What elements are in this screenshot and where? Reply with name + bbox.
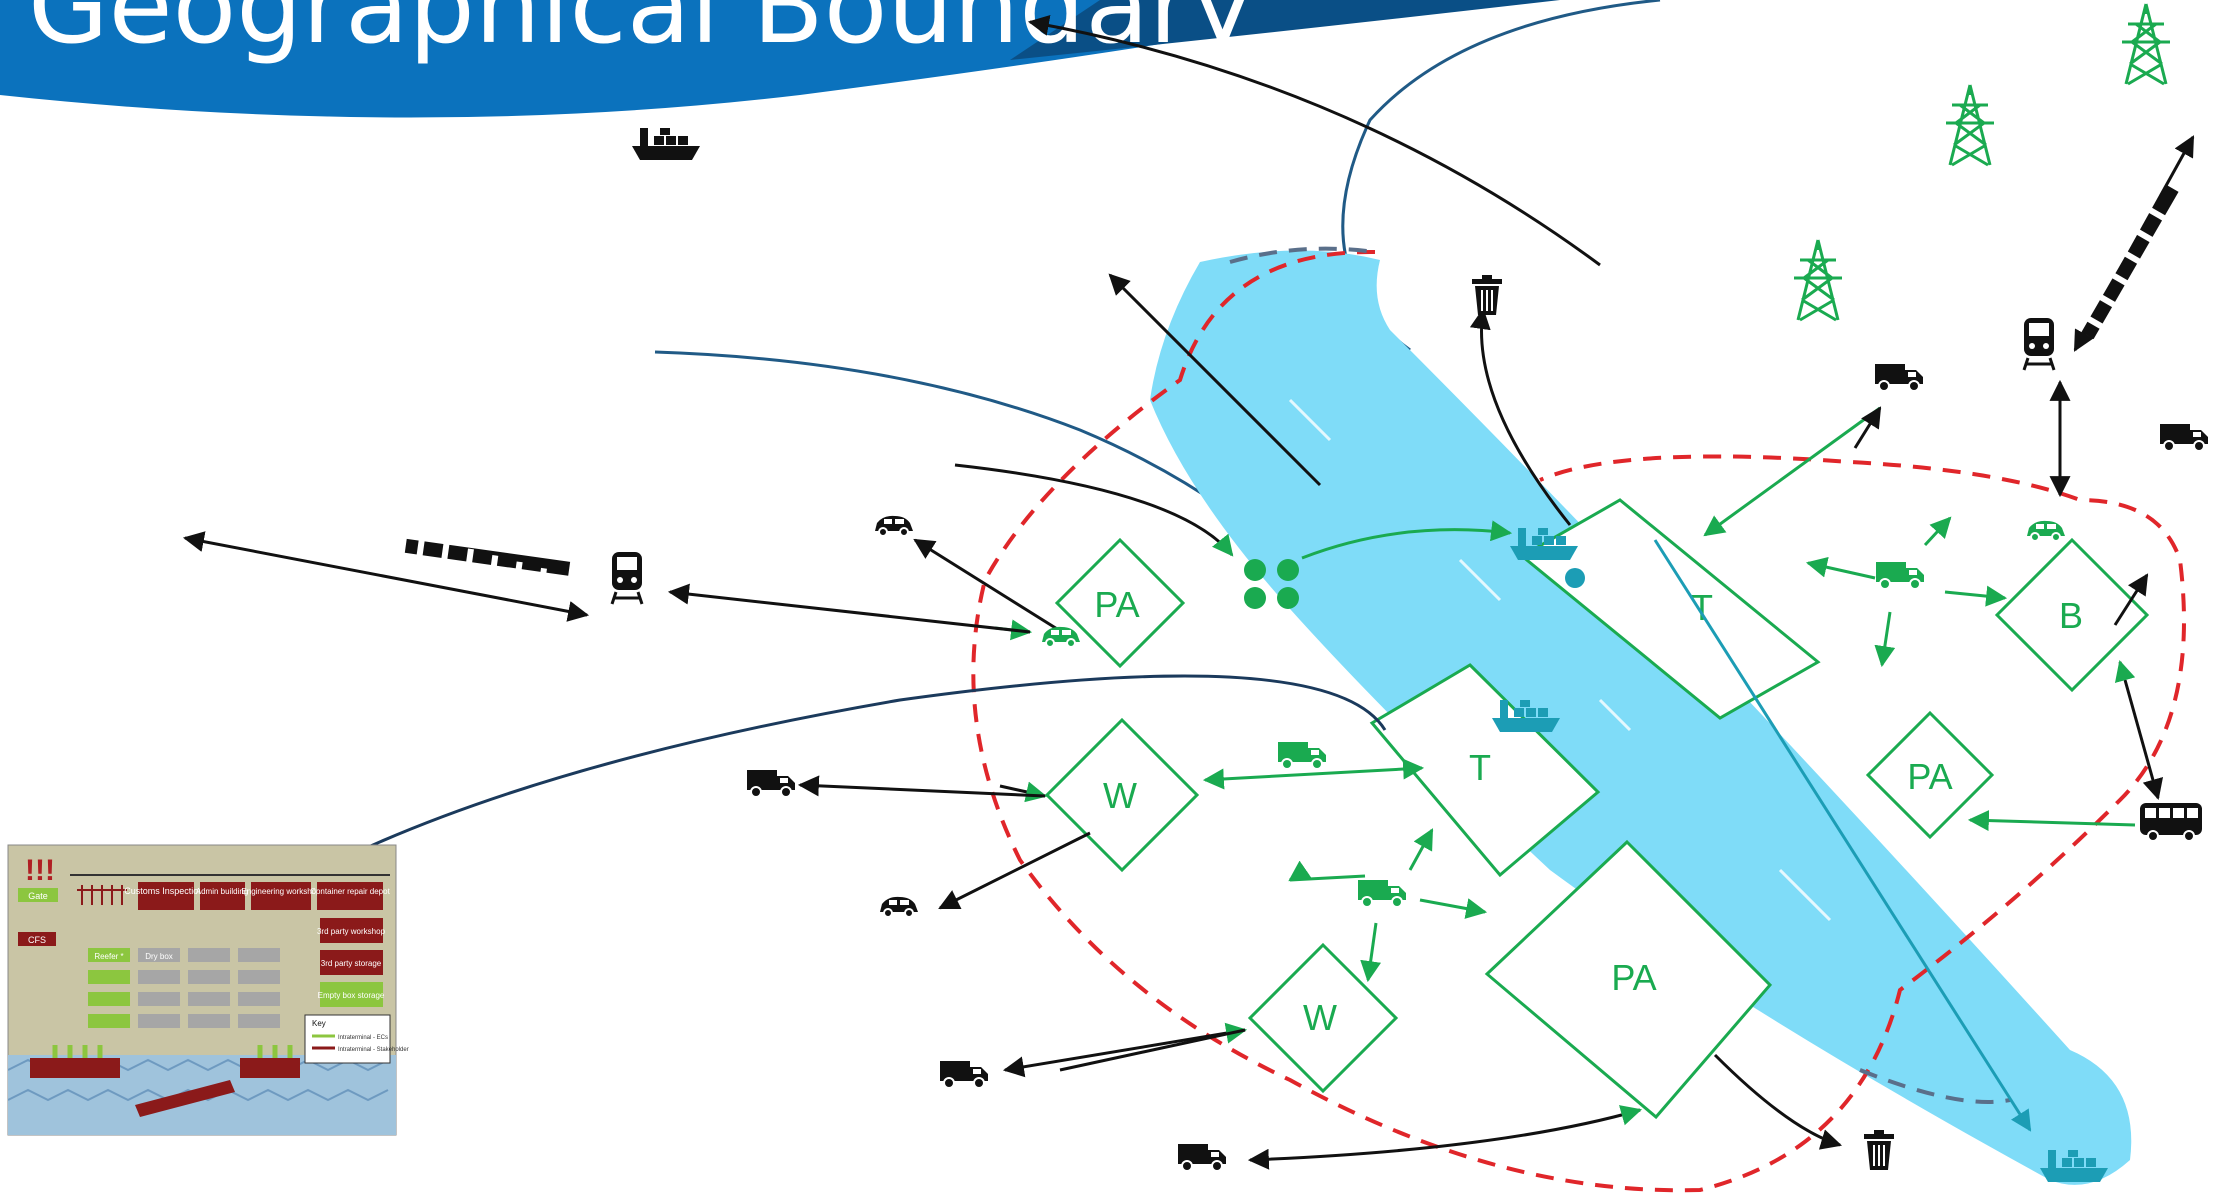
pylon-icon [1792, 238, 1844, 322]
zone-t-upper: T [1519, 498, 1821, 720]
zone-label: PA [1611, 957, 1656, 998]
truck-icon [1874, 363, 1924, 392]
car-icon [1041, 625, 1081, 648]
boundary-over-water [1229, 246, 1376, 264]
dry-box-label: Dry box [145, 952, 173, 961]
pylon-icon [2120, 2, 2172, 86]
zone-pa-right: PA [1865, 710, 1995, 840]
water-channel [1150, 250, 2132, 1185]
page-title: Geographical Boundary [28, 0, 1253, 67]
zone-t-middle: T [1369, 663, 1601, 878]
truck-icon [1177, 1143, 1227, 1172]
truck-icon [1875, 561, 1925, 590]
teal-ships [1492, 528, 2108, 1182]
zone-label: B [2059, 595, 2083, 636]
car-icon [874, 514, 914, 537]
zone-label: PA [1907, 756, 1952, 797]
truck-icon [1277, 741, 1327, 770]
railway-track-icon [404, 535, 571, 599]
side-block-workshop: 3rd party workshop [317, 927, 386, 936]
zone-pa-left: PA [1054, 537, 1186, 669]
building-engineering: Engineering workshop [241, 887, 321, 896]
warning-marks: !!! [25, 854, 55, 887]
coastline-right [1341, 0, 1661, 352]
water-highlights [1288, 398, 1832, 922]
green-flows [938, 406, 2164, 1170]
green-flow-stub [1288, 860, 1312, 882]
train-icon [2022, 316, 2056, 372]
reefer-label: Reefer * [94, 952, 123, 961]
zones: PA T B T PA W PA W [1044, 498, 2150, 1120]
title-banner: Geographical Boundary [0, 0, 1560, 118]
zone-w-bottom: W [1247, 942, 1399, 1094]
boundary-over-water-lower [1859, 1068, 2011, 1104]
gate-label: Gate [28, 891, 48, 901]
trash-bin-icon [1471, 274, 1503, 316]
zone-label: PA [1094, 584, 1139, 625]
pylon-icon [1944, 83, 1996, 167]
railway-track-icon [2081, 184, 2179, 340]
zone-label: T [1469, 747, 1491, 788]
truck-icon [939, 1060, 989, 1089]
zone-pa-bottom: PA [1484, 839, 1773, 1120]
truck-icon [746, 769, 796, 798]
zone-b-right: B [1994, 537, 2150, 693]
building-customs: Customs Inspections [124, 886, 208, 896]
legend-item-ecs: Intraterminal - ECs [338, 1035, 388, 1041]
trash-bin-icon [1863, 1129, 1895, 1171]
building-admin: Admin building [196, 887, 248, 896]
zone-label: W [1303, 997, 1337, 1038]
ship-icon [632, 128, 700, 160]
legend-item-stakeholder: Intraterminal - Stakeholder [338, 1047, 409, 1053]
train-icon [610, 550, 644, 606]
container-stack-icon [1244, 559, 1299, 609]
terminal-inset-map: !!! Gate Customs Inspections Admin build… [7, 844, 409, 1136]
side-block-storage: 3rd party storage [321, 959, 382, 968]
car-icon [2026, 519, 2066, 542]
truck-icon [2159, 423, 2209, 452]
building-repair-depot: Container repair depot [310, 887, 390, 896]
zone-label: T [1691, 587, 1713, 628]
cfs-label: CFS [28, 935, 46, 945]
side-block-empty: Empty box storage [318, 991, 385, 1000]
car-icon [879, 895, 919, 918]
legend-title: Key [312, 1019, 326, 1028]
zone-w-left: W [1044, 717, 1200, 873]
truck-icon [1357, 879, 1407, 908]
bus-icon [2139, 802, 2203, 842]
yard-rows [88, 948, 280, 1028]
zone-label: W [1103, 775, 1137, 816]
